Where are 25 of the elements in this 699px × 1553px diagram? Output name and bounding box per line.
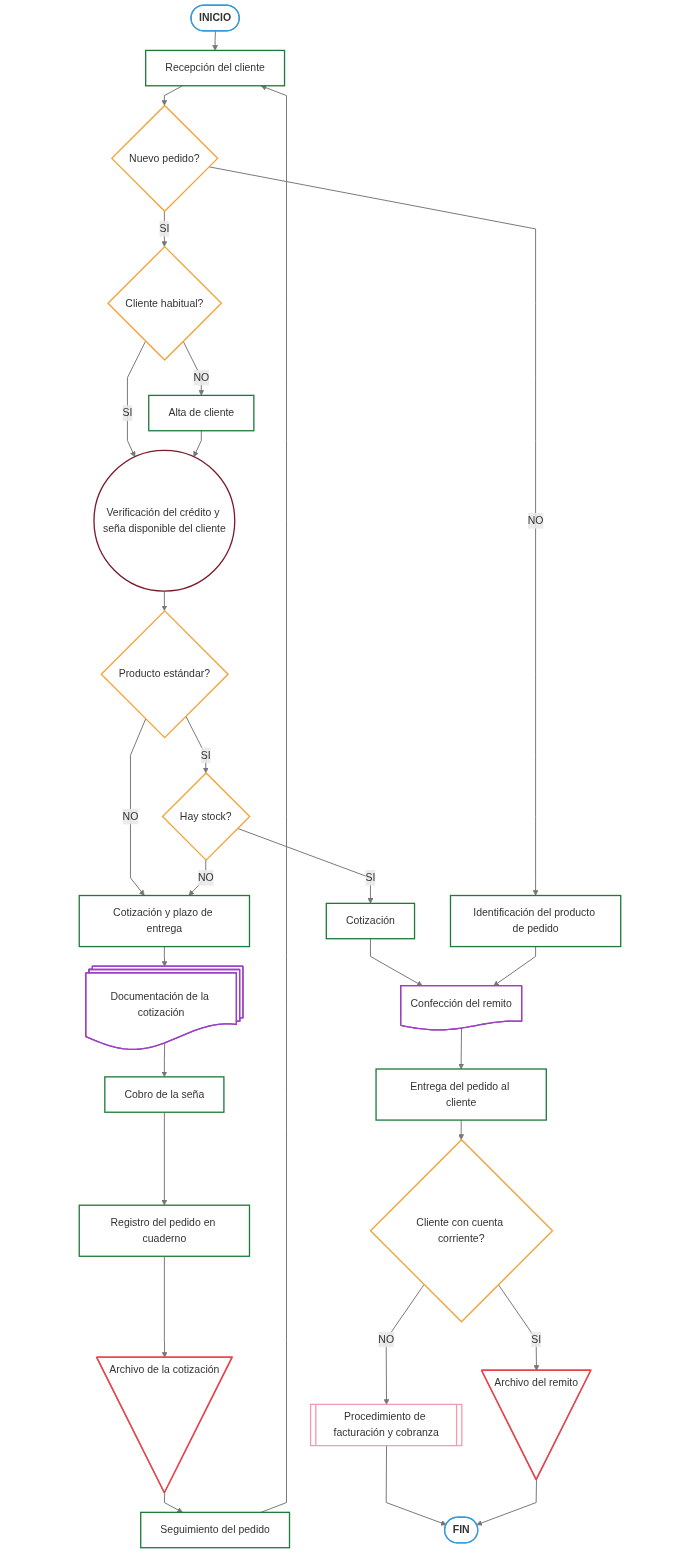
node-box: Cobro de la seña bbox=[103, 1076, 225, 1113]
edge-label: SI bbox=[530, 1333, 541, 1345]
edge-label: NO bbox=[122, 810, 138, 822]
node-diamond: Nuevo pedido? bbox=[110, 104, 219, 213]
edge-label: NO bbox=[377, 1333, 394, 1345]
node-diamond: Cliente habitual? bbox=[106, 245, 222, 361]
node-box: Recepción del cliente bbox=[144, 49, 285, 87]
node-box: Cotización y plazo de entrega bbox=[78, 894, 250, 948]
node-diamond: Hay stock? bbox=[161, 772, 251, 862]
node-box: Seguimiento del pedido bbox=[139, 1511, 290, 1549]
edge-label: NO bbox=[527, 514, 543, 527]
edge-label: NO bbox=[192, 371, 209, 383]
edge-label: NO bbox=[197, 871, 214, 884]
node-diamond: Cliente con cuenta corriente? bbox=[369, 1138, 553, 1323]
node-box: Identificación del producto de pedido bbox=[449, 894, 621, 948]
edge-label: SI bbox=[158, 223, 169, 235]
edge-label: SI bbox=[364, 871, 375, 884]
edge-label: SI bbox=[121, 407, 132, 419]
node-box: Registro del pedido en cuaderno bbox=[78, 1204, 250, 1257]
node-circle: Verificación del crédito y seña disponible del cliente bbox=[92, 449, 235, 592]
node-diamond: Producto estándar? bbox=[99, 609, 229, 739]
node-box: Entrega del pedido al cliente bbox=[374, 1068, 547, 1121]
node-box: Cotización bbox=[325, 902, 415, 940]
node-box: Alta de cliente bbox=[147, 394, 255, 432]
edge-label: SI bbox=[200, 749, 211, 761]
